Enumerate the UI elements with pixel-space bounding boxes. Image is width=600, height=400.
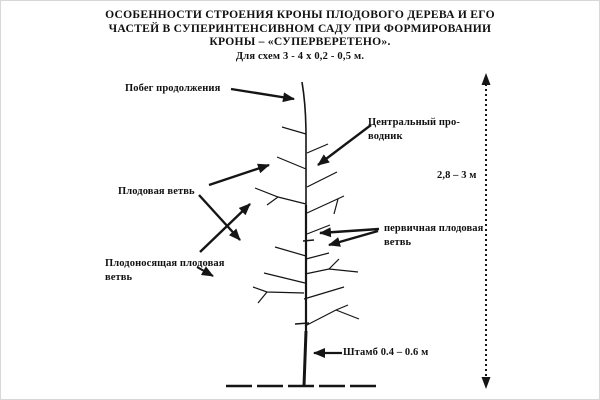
label-trunk: Штамб 0.4 – 0.6 м bbox=[343, 347, 429, 358]
label-bearing-fruit-branch: Плодоносящая плодовая ветвь bbox=[105, 257, 225, 284]
label-fruit-branch: Плодовая ветвь bbox=[118, 186, 195, 197]
label-primary-fruit-branch-line1: первичная плодовая bbox=[384, 223, 484, 234]
primary-branch-arrow-1-icon bbox=[319, 227, 380, 238]
annotation-arrows bbox=[196, 87, 380, 358]
primary-branch-arrow-2-icon bbox=[328, 229, 379, 247]
fruit-branch-arrow-down-icon bbox=[198, 194, 241, 241]
bearing-branch-small-arrow-icon bbox=[196, 266, 214, 277]
tree-branches bbox=[252, 126, 360, 327]
scheme-note: Для схем 3 - 4 х 0,2 - 0,5 м. bbox=[235, 50, 365, 62]
label-tree-height: 2,8 – 3 м bbox=[437, 170, 477, 181]
central-leader-arrow-icon bbox=[317, 124, 372, 166]
title-line-2: ЧАСТЕЙ В СУПЕРИНТЕНСИВНОМ САДУ ПРИ ФОРМИ… bbox=[108, 21, 492, 35]
label-central-leader-line1: Центральный про- bbox=[368, 117, 460, 128]
fruit-branch-arrow-up-icon bbox=[208, 163, 270, 187]
continuation-shoot-arrow-icon bbox=[230, 87, 295, 103]
title-line-3: КРОНЫ – «СУПЕРВЕРЕТЕНО». bbox=[209, 35, 391, 48]
measure-arrow-down-icon bbox=[481, 377, 491, 389]
label-bearing-fruit-branch-line2: ветвь bbox=[105, 271, 133, 283]
height-measure-line bbox=[481, 73, 491, 389]
bearing-branch-arrow-icon bbox=[199, 203, 251, 253]
measure-arrow-up-icon bbox=[481, 73, 491, 85]
label-continuation-shoot: Побег продолжения bbox=[125, 83, 221, 94]
label-bearing-fruit-branch-line1: Плодоносящая плодовая bbox=[105, 258, 225, 269]
tree-trunk bbox=[301, 81, 308, 387]
label-central-leader: Центральный про- водник bbox=[368, 116, 460, 143]
label-primary-fruit-branch-line2: ветвь bbox=[384, 236, 412, 248]
label-central-leader-line2: водник bbox=[368, 130, 403, 142]
title-line-1: ОСОБЕННОСТИ СТРОЕНИЯ КРОНЫ ПЛОДОВОГО ДЕР… bbox=[105, 8, 495, 21]
diagram-title: ОСОБЕННОСТИ СТРОЕНИЯ КРОНЫ ПЛОДОВОГО ДЕР… bbox=[1, 8, 599, 63]
label-primary-fruit-branch: первичная плодовая ветвь bbox=[384, 222, 483, 249]
